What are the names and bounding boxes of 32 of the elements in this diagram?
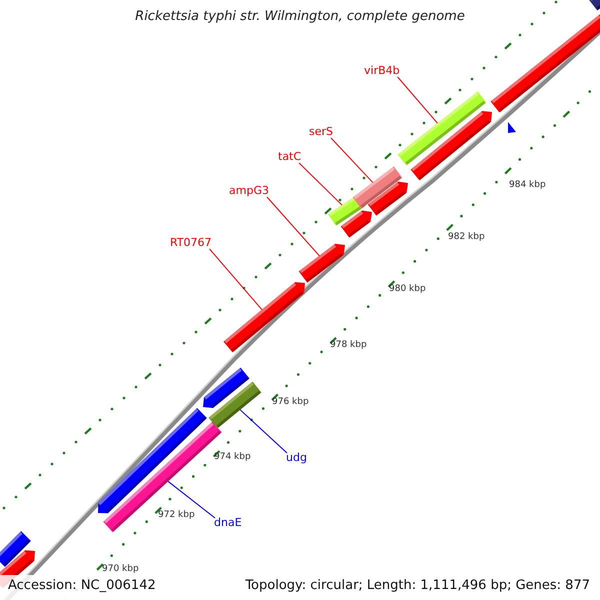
footer-text: Topology: circular; Length: 1,111,496 bp; Genes: 877: [245, 578, 590, 594]
scale-label: 976 kbp: [272, 397, 309, 408]
leader-line: [209, 248, 262, 310]
leader-line: [397, 76, 438, 124]
leader-line: [298, 162, 342, 206]
gene-segment: [368, 182, 408, 216]
scale-label: 984 kbp: [509, 180, 546, 191]
leader-line: [266, 196, 320, 256]
gene-segment: [410, 111, 492, 180]
footer-text: Accession: NC_006142: [8, 578, 156, 594]
gene-label: virB4b: [364, 64, 400, 77]
scale-label: 972 kbp: [158, 510, 195, 521]
gene-label: dnaE: [214, 516, 242, 529]
leader-line: [168, 480, 216, 518]
gene-segment: [588, 0, 600, 10]
gene-segment: [298, 244, 345, 283]
gene-label: RT0767: [170, 236, 212, 249]
gene-segment: [224, 282, 305, 352]
gene-label: udg: [286, 451, 307, 464]
scale-label: 980 kbp: [389, 284, 426, 295]
diagram-title: Rickettsia typhi str. Wilmington, complete genome: [134, 9, 466, 24]
gene-label: ampG3: [229, 184, 269, 197]
gene-segment: [490, 14, 600, 112]
gene-segment: [340, 210, 372, 238]
leader-line: [240, 409, 288, 454]
gene-label: serS: [309, 125, 334, 138]
gene-segment: [208, 382, 262, 428]
scale-label: 974 kbp: [214, 452, 251, 463]
gene-label: tatC: [278, 150, 302, 163]
scale-label: 978 kbp: [330, 340, 367, 351]
scale-label: 982 kbp: [448, 232, 485, 243]
scale-label: 970 kbp: [102, 564, 139, 575]
